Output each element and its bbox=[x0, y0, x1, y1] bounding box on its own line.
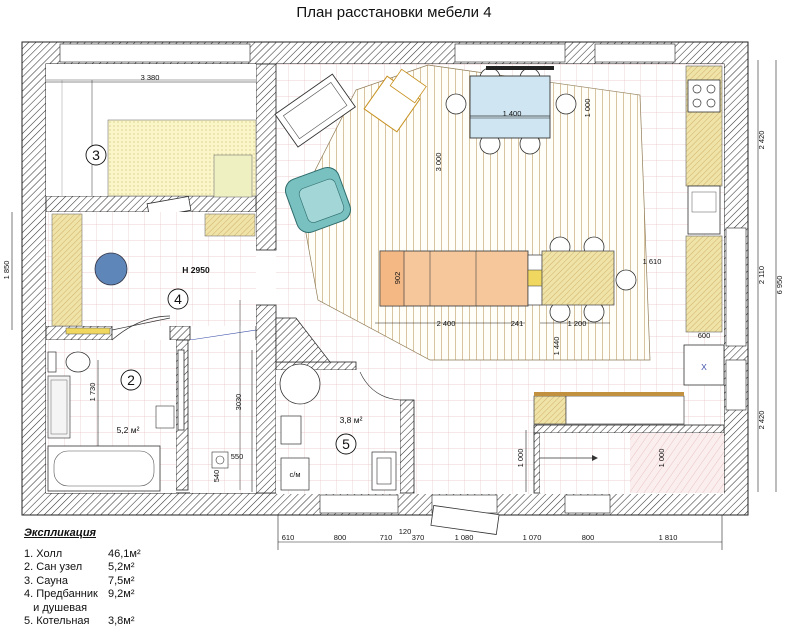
dim-1850: 1 850 bbox=[2, 261, 11, 280]
legend-item-area: 46,1м² bbox=[108, 547, 141, 560]
legend-item: и душевая bbox=[24, 602, 224, 616]
plan-title: План расстановки мебели 4 bbox=[296, 4, 492, 21]
legend-item-area: 5,2м² bbox=[108, 561, 135, 573]
legend-item-name: 5. Котельная bbox=[24, 615, 90, 627]
dim-1610: 1 610 bbox=[643, 257, 662, 266]
legend-item-area: 7,5м² bbox=[108, 574, 135, 587]
dim-bottom-1810: 1 810 bbox=[659, 533, 678, 542]
dining-table bbox=[445, 66, 577, 155]
dim-600: 600 bbox=[698, 331, 711, 340]
dim-1440: 1 440 bbox=[552, 337, 561, 356]
room-2-marker: 2 bbox=[127, 372, 135, 388]
sauna bbox=[46, 64, 257, 219]
dim-bottom-710: 710 bbox=[380, 533, 393, 542]
legend-item: 1. Холл 46,1м² bbox=[24, 548, 224, 562]
legend-item-name: 1. Холл bbox=[24, 547, 63, 560]
legend-item: 2. Сан узел 5,2м² bbox=[24, 561, 224, 575]
dim-bottom-800b: 800 bbox=[582, 533, 595, 542]
dim-2110: 2 110 bbox=[757, 266, 766, 284]
dim-1730: 1 730 bbox=[88, 383, 97, 402]
dim-902: 902 bbox=[393, 272, 402, 285]
dimension-lines bbox=[11, 60, 777, 550]
dim-1400: 1 400 bbox=[503, 109, 522, 118]
dimension-labels: 3 380 1 400 1 000 3 000 2 420 1 850 902 … bbox=[2, 73, 784, 542]
washer-label: с/м bbox=[290, 470, 301, 479]
dim-2420-top: 2 420 bbox=[757, 131, 766, 150]
dim-2420-bottom: 2 420 bbox=[757, 411, 766, 430]
dim-1000-entry-right: 1 000 bbox=[657, 449, 666, 468]
vestibule bbox=[46, 212, 257, 341]
legend-item-name: 3. Сауна bbox=[24, 574, 68, 587]
kitchen bbox=[683, 65, 725, 386]
legend-item: 3. Сауна 7,5м² bbox=[24, 575, 224, 589]
dim-bottom-370: 370 bbox=[412, 533, 425, 542]
legend-item-name: 4. Предбанник bbox=[24, 588, 98, 600]
legend-heading: Экспликация bbox=[24, 527, 97, 539]
armchair bbox=[284, 166, 352, 234]
legend-item-area: 9,2м² bbox=[108, 588, 135, 600]
dim-bottom-120: 120 bbox=[399, 527, 412, 536]
dim-3030: 3030 bbox=[234, 394, 243, 411]
dim-bottom-800a: 800 bbox=[334, 533, 347, 542]
room-labels: 3 4 2 5 H 2950 5,2 м² 3,8 м² с/м X bbox=[85, 144, 707, 479]
dim-1000-entry-left: 1 000 bbox=[516, 449, 525, 468]
shower-area bbox=[190, 300, 256, 493]
dim-bottom-1070: 1 070 bbox=[523, 533, 542, 542]
x-mark: X bbox=[701, 362, 707, 372]
ceiling-height: H 2950 bbox=[182, 265, 210, 275]
dim-bottom-1080: 1 080 bbox=[455, 533, 474, 542]
living-furniture bbox=[274, 66, 637, 323]
legend-item-area: 3,8м² bbox=[108, 615, 135, 627]
room-4-marker: 4 bbox=[174, 291, 182, 307]
dim-bottom-610: 610 bbox=[282, 533, 295, 542]
dim-2400: 2 400 bbox=[437, 319, 456, 328]
dim-540: 540 bbox=[212, 470, 221, 483]
room-5-marker: 5 bbox=[342, 436, 350, 452]
bathroom bbox=[46, 315, 185, 493]
legend-item-name: 2. Сан узел bbox=[24, 561, 83, 573]
explication-legend: Экспликация 1. Холл 46,1м² 2. Сан узел 5… bbox=[24, 527, 224, 629]
dim-1200: 1 200 bbox=[568, 319, 587, 328]
room-3-marker: 3 bbox=[92, 147, 100, 163]
boiler-area: 3,8 м² bbox=[340, 415, 363, 425]
dim-3380: 3 380 bbox=[141, 73, 160, 82]
legend-item-name: и душевая bbox=[24, 601, 88, 614]
boiler-room bbox=[275, 317, 401, 493]
dim-6950: 6 950 bbox=[775, 276, 784, 295]
sofa bbox=[379, 236, 637, 323]
dim-241: 241 bbox=[511, 319, 524, 328]
legend-item: 4. Предбанник 9,2м² bbox=[24, 588, 224, 602]
dim-550: 550 bbox=[231, 452, 244, 461]
bathroom-area: 5,2 м² bbox=[117, 425, 140, 435]
legend-item: 5. Котельная 3,8м² bbox=[24, 615, 224, 629]
dim-3000: 3 000 bbox=[434, 153, 443, 172]
dim-1000-dining: 1 000 bbox=[583, 99, 592, 118]
entry-area bbox=[430, 392, 724, 535]
